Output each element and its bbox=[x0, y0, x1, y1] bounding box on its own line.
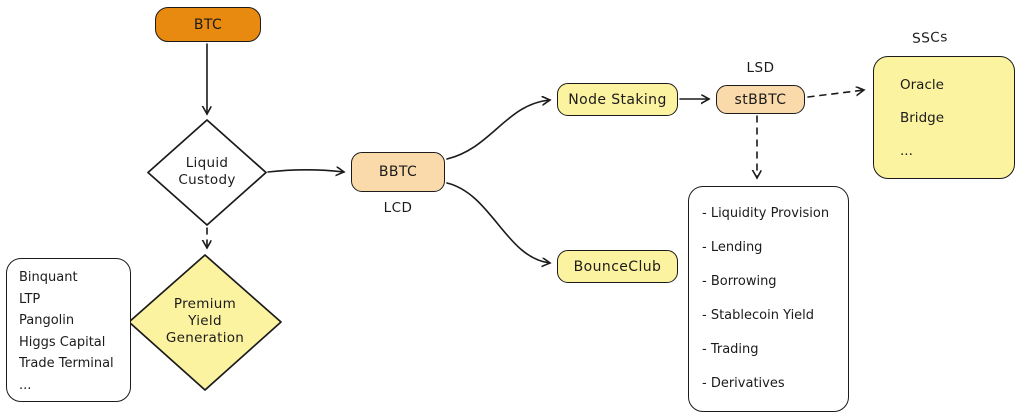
list-item: - Liquidity Provision bbox=[702, 206, 830, 221]
node-btc: BTC bbox=[155, 7, 261, 42]
label-lsd: LSD bbox=[746, 60, 775, 76]
arrow-liquid-custody-to-bbtc bbox=[267, 170, 344, 172]
premium-yield-label: Premium Yield Generation bbox=[165, 296, 245, 346]
list-item: Higgs Capital bbox=[19, 334, 106, 350]
list-item: Oracle bbox=[900, 77, 944, 93]
node-node-staking: Node Staking bbox=[557, 83, 678, 116]
list-item: - Lending bbox=[702, 240, 763, 255]
list-item: - Derivatives bbox=[702, 376, 785, 391]
node-stbbtc: stBBTC bbox=[716, 85, 805, 114]
list-item: ... bbox=[900, 143, 913, 159]
list-item: - Borrowing bbox=[702, 274, 777, 289]
list-item: Pangolin bbox=[19, 313, 75, 328]
label-lcd: LCD bbox=[383, 200, 413, 216]
sscs-panel: Oracle Bridge ... bbox=[873, 56, 1015, 179]
premium-yield-diamond bbox=[128, 254, 282, 391]
list-item: ... bbox=[19, 377, 32, 393]
list-item: - Stablecoin Yield bbox=[702, 308, 815, 323]
list-item: Binquant bbox=[19, 270, 78, 285]
partners-panel: Binquant LTP Pangolin Higgs Capital Trad… bbox=[6, 258, 131, 402]
node-bounceclub: BounceClub bbox=[557, 250, 678, 283]
list-item: LTP bbox=[19, 291, 41, 307]
liquid-custody-diamond bbox=[147, 119, 267, 226]
arrow-bbtc-to-bounceclub bbox=[446, 182, 550, 263]
arrow-bbtc-to-node-staking bbox=[446, 100, 550, 160]
list-item: - Trading bbox=[702, 342, 759, 357]
list-item: Bridge bbox=[900, 110, 945, 126]
defi-panel: - Liquidity Provision - Lending - Borrow… bbox=[688, 186, 849, 412]
node-bbtc: BBTC bbox=[351, 152, 445, 192]
list-item: Trade Terminal bbox=[19, 356, 114, 371]
liquid-custody-label: Liquid Custody bbox=[178, 155, 236, 188]
arrow-stbbtc-to-sscs bbox=[807, 90, 864, 98]
